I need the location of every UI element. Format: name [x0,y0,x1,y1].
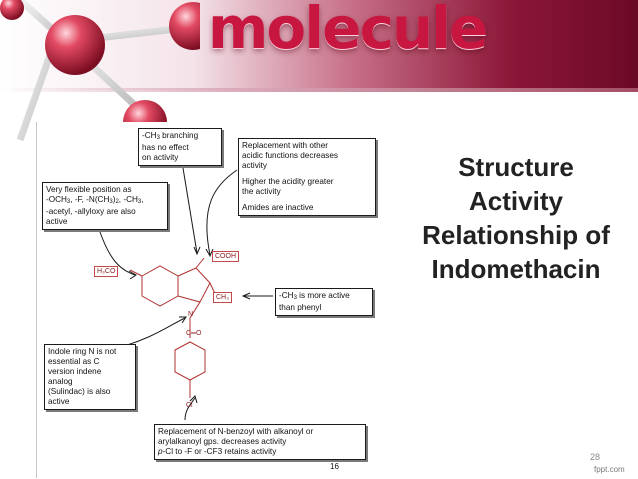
flexible-position-note: Very flexible position as -OCH3, -F, -N(… [42,182,168,230]
acidic-function-note: Replacement with other acidic functions … [238,138,376,216]
banner-title: molecule [208,0,488,62]
molecule-model-icon [0,0,200,144]
banner-divider [0,88,638,92]
diagram-page-number: 16 [330,462,339,471]
ch3-branching-note: -CH3 branching has no effect on activity [138,128,222,166]
slide-title: Structure Activity Relationship of Indom… [400,150,632,286]
title-line: Relationship of [422,220,610,250]
slide-number: 28 [590,452,601,462]
nitrogen-atom: N [188,311,194,318]
title-line: Activity [469,186,563,216]
ch3-active-note: -CH3 is more active than phenyl [275,288,373,316]
title-line: Indomethacin [431,254,601,284]
ch3-group: CH₃ [213,292,232,303]
watermark-text: fppt.com [594,465,625,474]
benzoyl-replacement-note: Replacement of N-benzoyl with alkanoyl o… [154,424,366,460]
cooh-group: COOH [212,251,239,262]
carbonyl-group: C═O [186,330,202,337]
chlorine-atom: Cl [186,402,193,409]
indole-ring-note: Indole ring N is not essential as C vers… [44,344,136,410]
h3co-group: H₃CO [94,266,119,277]
title-line: Structure [458,152,574,182]
